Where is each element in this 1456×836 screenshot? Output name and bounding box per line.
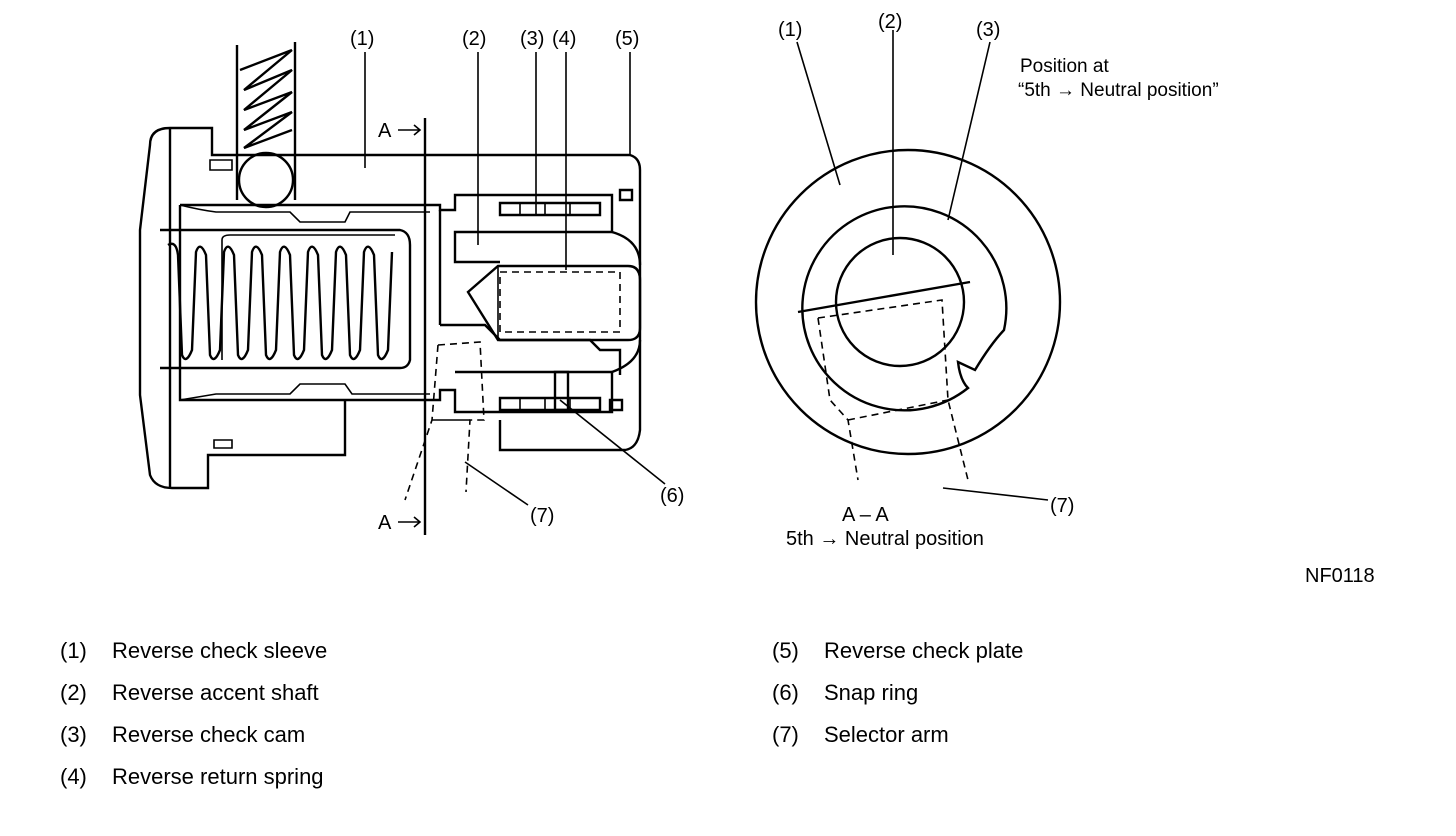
inner-spring-bore [466, 264, 642, 342]
legend-label: Selector arm [824, 722, 949, 747]
legend-item: (1) Reverse check sleeve [60, 630, 327, 672]
reverse-return-spring [160, 228, 412, 370]
left-cross-section: (1) (2) (3) (4) (5) (6) (7) A A [138, 28, 684, 535]
leader-lines [364, 52, 666, 506]
reverse-check-cam-arc [801, 205, 1008, 412]
reverse-accent-shaft-body [178, 193, 614, 414]
selector-arm-outline [404, 341, 485, 501]
legend-item: (4) Reverse return spring [60, 756, 327, 798]
callout-7: (7) [530, 505, 554, 527]
legend-label: Reverse check plate [824, 638, 1024, 663]
legend-number: (6) [772, 680, 799, 705]
legend-label: Reverse check cam [112, 722, 306, 747]
legend-number: (5) [772, 638, 799, 663]
upper-spring-guide [235, 42, 297, 200]
section-subtitle: 5th → Neutral position [786, 528, 984, 550]
legend-number: (3) [60, 722, 87, 747]
legend-item: (5) Reverse check plate [772, 630, 1023, 672]
diagram-canvas: (1) (2) (3) (4) (5) (6) (7) A A (1) (2) … [138, 11, 1375, 587]
legend-label: Reverse accent shaft [112, 680, 319, 705]
right-callout-1: (1) [778, 19, 802, 41]
legend-right-column: (5) Reverse check plate (6) Snap ring (7… [772, 630, 1023, 756]
legend-label: Reverse check sleeve [112, 638, 328, 663]
callout-6: (6) [660, 485, 684, 507]
reverse-check-cam [498, 201, 602, 412]
section-marker-top: A [378, 120, 392, 142]
section-line-a-a [398, 118, 427, 535]
legend-number: (7) [772, 722, 799, 747]
snap-ring [553, 370, 570, 412]
legend-number: (2) [60, 680, 87, 705]
callout-1: (1) [350, 28, 374, 50]
legend-number: (1) [60, 638, 87, 663]
selector-arm-section [817, 299, 969, 481]
detent-spring [239, 48, 293, 150]
legend-left-column: (1) Reverse check sleeve (2) Reverse acc… [60, 630, 327, 798]
position-note-line1: Position at [1020, 56, 1109, 77]
callout-3: (3) [520, 28, 544, 50]
right-section-view: (1) (2) (3) (7) Position at “5th → Neutr… [754, 11, 1219, 550]
callout-4: (4) [552, 28, 576, 50]
right-callout-3: (3) [976, 19, 1000, 41]
reverse-check-plate [608, 188, 642, 412]
legend-label: Snap ring [824, 680, 919, 705]
callout-5: (5) [615, 28, 639, 50]
detent-ball [237, 151, 295, 209]
right-leader-lines [796, 30, 1049, 501]
legend-item: (2) Reverse accent shaft [60, 672, 327, 714]
legend-item: (3) Reverse check cam [60, 714, 327, 756]
callout-2: (2) [462, 28, 486, 50]
legend-item: (7) Selector arm [772, 714, 1023, 756]
legend-label: Reverse return spring [112, 764, 324, 789]
section-marker-bottom: A [378, 512, 392, 534]
reverse-accent-shaft-circle [834, 236, 966, 368]
right-callout-7: (7) [1050, 495, 1074, 517]
section-title: A – A [842, 504, 889, 526]
legend-number: (4) [60, 764, 87, 789]
shaft-flat-chord [797, 280, 971, 314]
figure-id: NF0118 [1305, 565, 1375, 587]
legend-item: (6) Snap ring [772, 672, 1023, 714]
housing-outline [138, 126, 642, 490]
reverse-check-sleeve-circle [754, 148, 1062, 456]
right-callout-2: (2) [878, 11, 902, 33]
position-note-line2: “5th → Neutral position” [1018, 80, 1219, 101]
